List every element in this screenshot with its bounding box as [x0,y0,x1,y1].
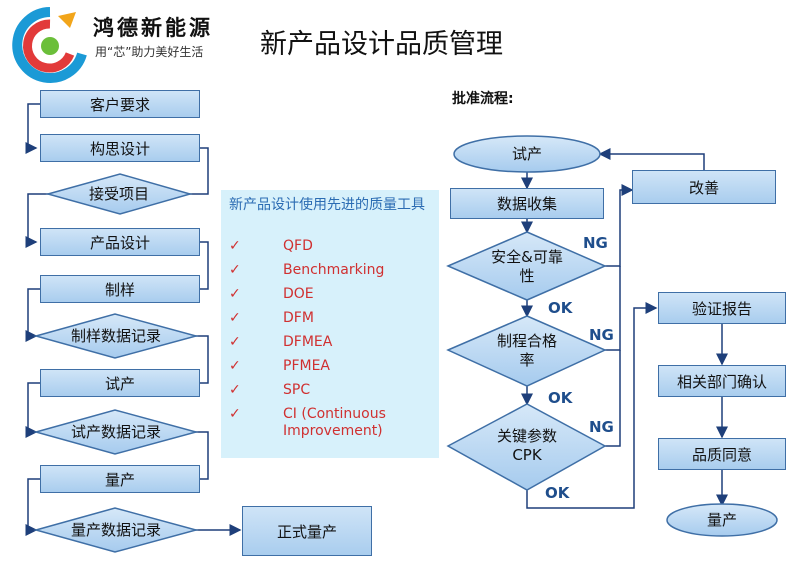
step-data-collection: 数据收集 [450,188,604,219]
step-trial-production: 试产 [40,369,200,397]
check-icon: ✓ [229,262,241,278]
ng-label: NG [589,418,614,436]
decision-accept-project: 接受项目 [88,184,149,203]
step-department-confirm: 相关部门确认 [658,365,786,397]
check-icon: ✓ [229,286,241,302]
tool-label: QFD [283,238,313,254]
check-icon: ✓ [229,406,241,422]
check-icon: ✓ [229,334,241,350]
approval-mass-production-ellipse: 量产 [706,510,737,529]
decision-safety-reliability: 安全&可靠性 [491,248,563,285]
decision-process-yield: 制程合格率 [496,332,557,369]
step-customer-requirement: 客户要求 [40,90,200,118]
decision-key-param-cpk: 关键参数CPK [496,427,557,464]
check-icon: ✓ [229,310,241,326]
step-sample-making: 制样 [40,275,200,303]
approval-heading: 批准流程: [452,91,514,107]
step-official-production: 正式量产 [242,506,372,556]
step-verification-report: 验证报告 [658,292,786,324]
tool-label: SPC [283,382,311,398]
approval-trial-ellipse: 试产 [511,144,542,163]
check-icon: ✓ [229,358,241,374]
brand-name: 鸿德新能源 [93,16,213,40]
quality-tools-panel: 新产品设计使用先进的质量工具 ✓ QFD ✓ Benchmarking ✓ DOE ✓… [221,190,439,458]
step-quality-approval: 品质同意 [658,438,786,470]
brand-slogan: 用“芯”助力美好生活 [95,45,204,59]
check-icon: ✓ [229,382,241,398]
ng-label: NG [583,234,608,252]
decision-trial-data-record: 试产数据记录 [70,422,161,441]
tool-label: Benchmarking [283,262,385,278]
tools-panel-title: 新产品设计使用先进的质量工具 [229,197,425,213]
ok-label: OK [545,484,570,502]
tool-label: DOE [283,286,314,302]
tool-label: DFMEA [283,334,333,350]
step-product-design: 产品设计 [40,228,200,256]
step-concept-design: 构思设计 [40,134,200,162]
company-logo [12,7,87,83]
ok-label: OK [548,389,573,407]
page-title: 新产品设计品质管理 [260,29,503,60]
ng-label: NG [589,326,614,344]
step-mass-production: 量产 [40,465,200,493]
tool-label: PFMEA [283,358,330,374]
tool-label: CI (Continuous Improvement) [283,406,386,439]
ok-label: OK [548,299,573,317]
decision-sample-data-record: 制样数据记录 [70,326,161,345]
decision-mass-data-record: 量产数据记录 [70,520,161,539]
check-icon: ✓ [229,238,241,254]
tool-label: DFM [283,310,314,326]
step-improvement: 改善 [632,170,776,204]
